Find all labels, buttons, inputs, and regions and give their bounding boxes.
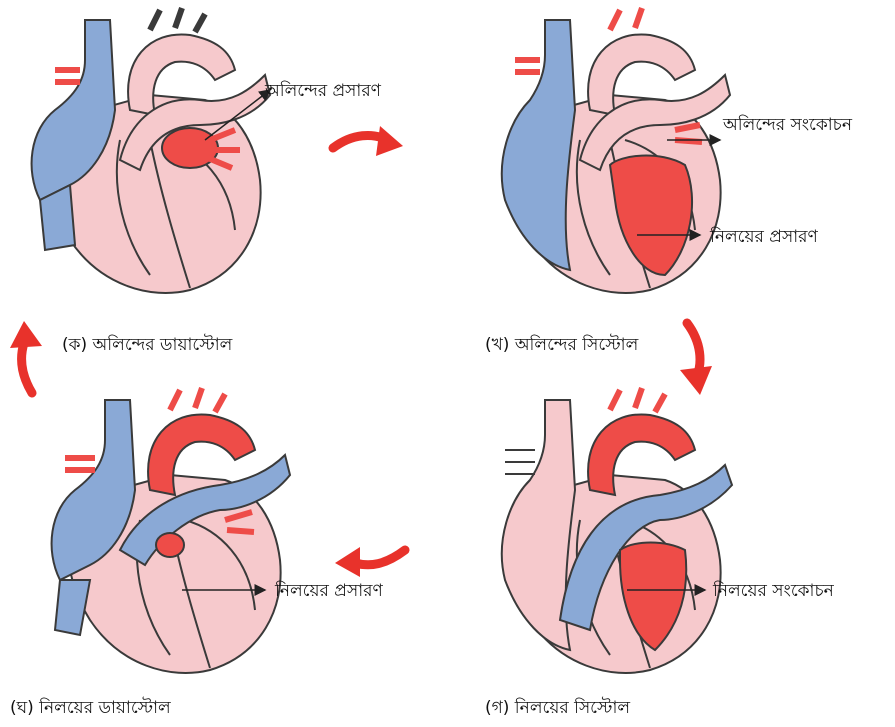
heart-illustration bbox=[460, 380, 760, 690]
heart-illustration bbox=[20, 380, 320, 690]
label-atrial-contraction: অলিন্দের সংকোচন bbox=[723, 112, 852, 140]
curved-arrow-icon bbox=[672, 318, 722, 398]
label-ventricular-expansion: নিলয়ের প্রসারণ bbox=[710, 224, 818, 252]
panel-atrial-systole: অলিন্দের সংকোচন নিলয়ের প্রসারণ (খ) অলিন… bbox=[455, 0, 895, 360]
curved-arrow-icon bbox=[328, 118, 408, 168]
caption-ventricular-diastole: (ঘ) নিলয়ের ডায়াস্টোল bbox=[10, 695, 171, 723]
panel-ventricular-systole: নিলয়ের সংকোচন (গ) নিলয়ের সিস্টোল bbox=[455, 370, 895, 727]
curved-arrow-icon bbox=[2, 318, 52, 398]
panel-atrial-diastole: অলিন্দের প্রসারণ (ক) অলিন্দের ডায়াস্টোল bbox=[0, 0, 440, 360]
caption-atrial-systole: (খ) অলিন্দের সিস্টোল bbox=[485, 332, 638, 360]
label-ventricular-contraction: নিলয়ের সংকোচন bbox=[713, 578, 834, 606]
pointer-arrow bbox=[625, 575, 710, 605]
curved-arrow-icon bbox=[330, 535, 410, 585]
pointer-arrow bbox=[180, 575, 270, 605]
pointer-arrow bbox=[635, 220, 705, 250]
caption-atrial-diastole: (ক) অলিন্দের ডায়াস্টোল bbox=[62, 332, 232, 360]
heart-illustration bbox=[460, 0, 760, 310]
pointer-arrow bbox=[665, 125, 725, 155]
caption-ventricular-systole: (গ) নিলয়ের সিস্টোল bbox=[485, 695, 630, 723]
label-atrial-expansion: অলিন্দের প্রসারণ bbox=[265, 78, 381, 106]
